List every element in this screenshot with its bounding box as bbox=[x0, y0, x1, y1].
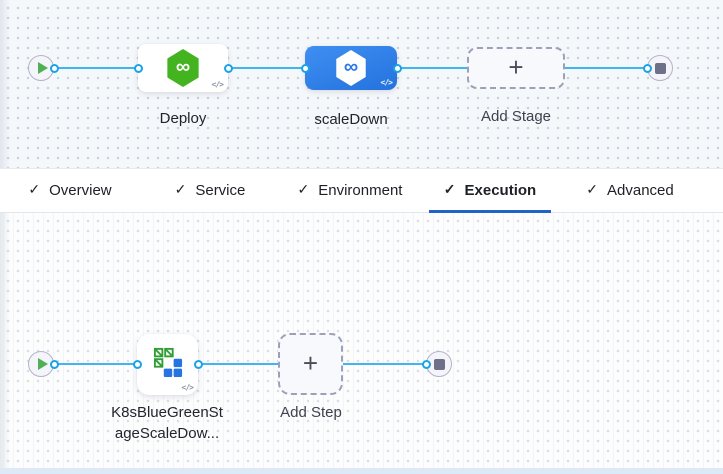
tab-label: Execution bbox=[464, 182, 537, 199]
add-step-label: Add Step bbox=[280, 404, 342, 421]
tab-environment[interactable]: ✓ Environment bbox=[280, 169, 420, 212]
left-edge-fade bbox=[0, 213, 10, 474]
yaml-code-icon: </> bbox=[211, 80, 224, 89]
step-label-line2: ageScaleDow... bbox=[114, 425, 220, 442]
stage-config-tabs: ✓ Overview ✓ Service ✓ Environment ✓ Exe… bbox=[0, 168, 723, 213]
tab-label: Overview bbox=[49, 182, 112, 199]
add-stage-label: Add Stage bbox=[480, 108, 552, 125]
stop-icon bbox=[433, 358, 445, 370]
stage-pipeline-canvas: ∞ </> Deploy ∞ </> scaleDown + Add Stage bbox=[0, 0, 723, 168]
check-icon: ✓ bbox=[297, 181, 310, 197]
tab-service[interactable]: ✓ Service bbox=[140, 169, 280, 212]
connector-port bbox=[133, 63, 143, 73]
check-icon: ✓ bbox=[28, 181, 41, 197]
tab-overview[interactable]: ✓ Overview bbox=[0, 169, 140, 212]
connector-port bbox=[50, 63, 59, 73]
execution-canvas: </> K8sBlueGreenSt ageScaleDow... + Add … bbox=[0, 213, 723, 474]
infinity-glyph: ∞ bbox=[175, 56, 191, 78]
connector-port bbox=[300, 63, 310, 73]
stage-label-deploy: Deploy bbox=[159, 110, 207, 127]
step-label-line1: K8sBlueGreenSt bbox=[111, 404, 223, 421]
connector-port bbox=[642, 63, 652, 73]
check-icon: ✓ bbox=[174, 181, 187, 197]
harness-deploy-stage-icon: ∞ bbox=[336, 50, 366, 86]
tab-label: Service bbox=[195, 182, 246, 199]
connector-port bbox=[132, 359, 142, 369]
yaml-code-icon: </> bbox=[181, 383, 194, 392]
check-icon: ✓ bbox=[443, 181, 456, 197]
k8s-blue-green-scale-down-icon bbox=[153, 347, 182, 377]
stage-card-scaledown[interactable]: ∞ </> bbox=[305, 46, 397, 90]
tab-label: Environment bbox=[318, 182, 403, 199]
check-icon: ✓ bbox=[586, 181, 598, 197]
stage-label-scaledown: scaleDown bbox=[314, 111, 388, 128]
step-connector-line bbox=[41, 363, 439, 365]
left-edge-fade bbox=[0, 0, 10, 168]
add-step-button[interactable]: + bbox=[278, 333, 343, 395]
execution-start-node bbox=[28, 351, 54, 377]
pipeline-start-node bbox=[28, 55, 54, 81]
bottom-edge-strip bbox=[0, 468, 723, 474]
connector-port bbox=[392, 63, 402, 73]
play-icon bbox=[37, 358, 48, 370]
tab-label: Advanced bbox=[607, 182, 674, 199]
connector-port bbox=[223, 63, 233, 73]
plus-icon: + bbox=[508, 52, 524, 82]
plus-icon: + bbox=[302, 348, 319, 378]
play-icon bbox=[37, 62, 48, 74]
tab-execution[interactable]: ✓ Execution bbox=[420, 169, 560, 213]
stop-icon bbox=[654, 62, 666, 74]
infinity-glyph: ∞ bbox=[343, 56, 359, 78]
connector-port bbox=[421, 359, 431, 369]
step-label-k8s-scale-down: K8sBlueGreenSt ageScaleDow... bbox=[97, 402, 237, 444]
connector-port bbox=[50, 359, 59, 369]
connector-port bbox=[193, 359, 203, 369]
yaml-code-icon: </> bbox=[380, 78, 393, 87]
step-card-k8s-scale-down[interactable]: </> bbox=[137, 334, 198, 395]
tab-advanced[interactable]: ✓ Advanced bbox=[560, 169, 700, 212]
stage-card-deploy[interactable]: ∞ </> bbox=[138, 44, 228, 92]
harness-deploy-stage-icon: ∞ bbox=[167, 49, 199, 87]
add-stage-button[interactable]: + bbox=[467, 47, 565, 89]
